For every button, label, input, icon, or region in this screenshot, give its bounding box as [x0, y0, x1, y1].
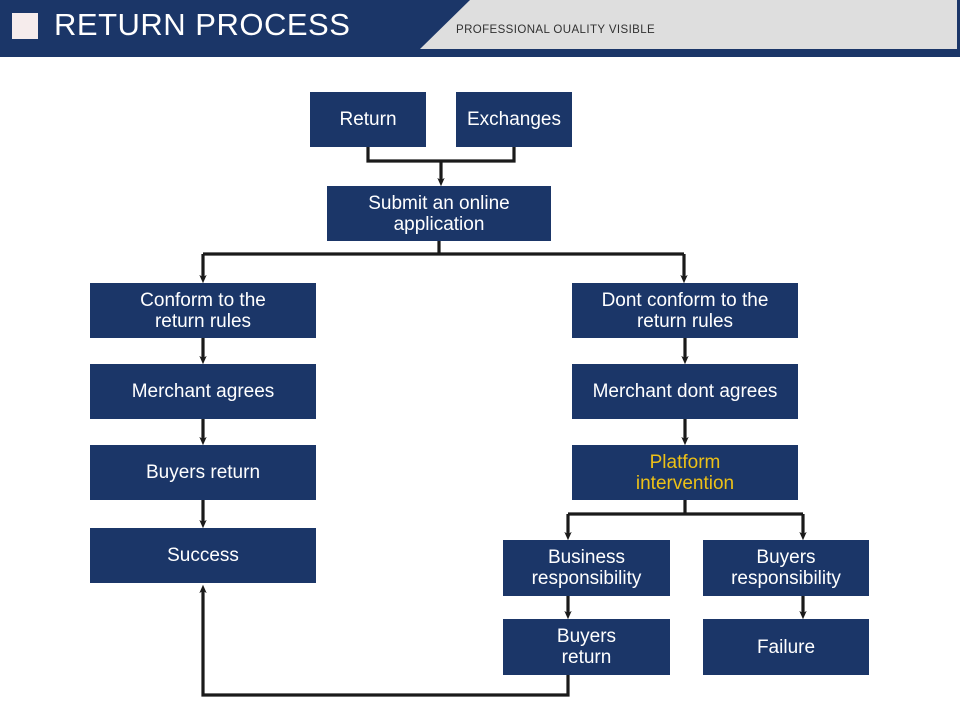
flowchart-connectors: [199, 147, 807, 697]
node-merchant-agrees[interactable]: Merchant agrees: [90, 364, 316, 419]
node-conform-to-return-rules[interactable]: Conform to the return rules: [90, 283, 316, 338]
header-accent-square: [12, 13, 38, 39]
node-platform-intervention[interactable]: Platform intervention: [572, 445, 798, 500]
node-merchant-dont-agrees[interactable]: Merchant dont agrees: [572, 364, 798, 419]
node-success[interactable]: Success: [90, 528, 316, 583]
header-navy-panel: [0, 0, 470, 49]
page-header: RETURN PROCESS PROFESSIONAL OUALITY VISI…: [0, 0, 960, 57]
node-return[interactable]: Return: [310, 92, 426, 147]
node-buyers-return-bottom[interactable]: Buyers return: [503, 619, 670, 675]
header-underline: [0, 49, 960, 57]
node-exchanges[interactable]: Exchanges: [456, 92, 572, 147]
edge-feedback-loop: [199, 584, 570, 697]
node-business-responsibility[interactable]: Business responsibility: [503, 540, 670, 596]
node-submit-online-application[interactable]: Submit an online application: [327, 186, 551, 241]
node-buyers-responsibility[interactable]: Buyers responsibility: [703, 540, 869, 596]
node-dont-conform-to-return-rules[interactable]: Dont conform to the return rules: [572, 283, 798, 338]
header-subtitle: PROFESSIONAL OUALITY VISIBLE: [456, 24, 656, 36]
page-title: RETURN PROCESS: [54, 7, 351, 42]
flowchart-canvas: Return Exchanges Submit an online applic…: [0, 57, 960, 720]
node-buyers-return[interactable]: Buyers return: [90, 445, 316, 500]
edge-merge-top: [366, 147, 516, 163]
node-failure[interactable]: Failure: [703, 619, 869, 675]
